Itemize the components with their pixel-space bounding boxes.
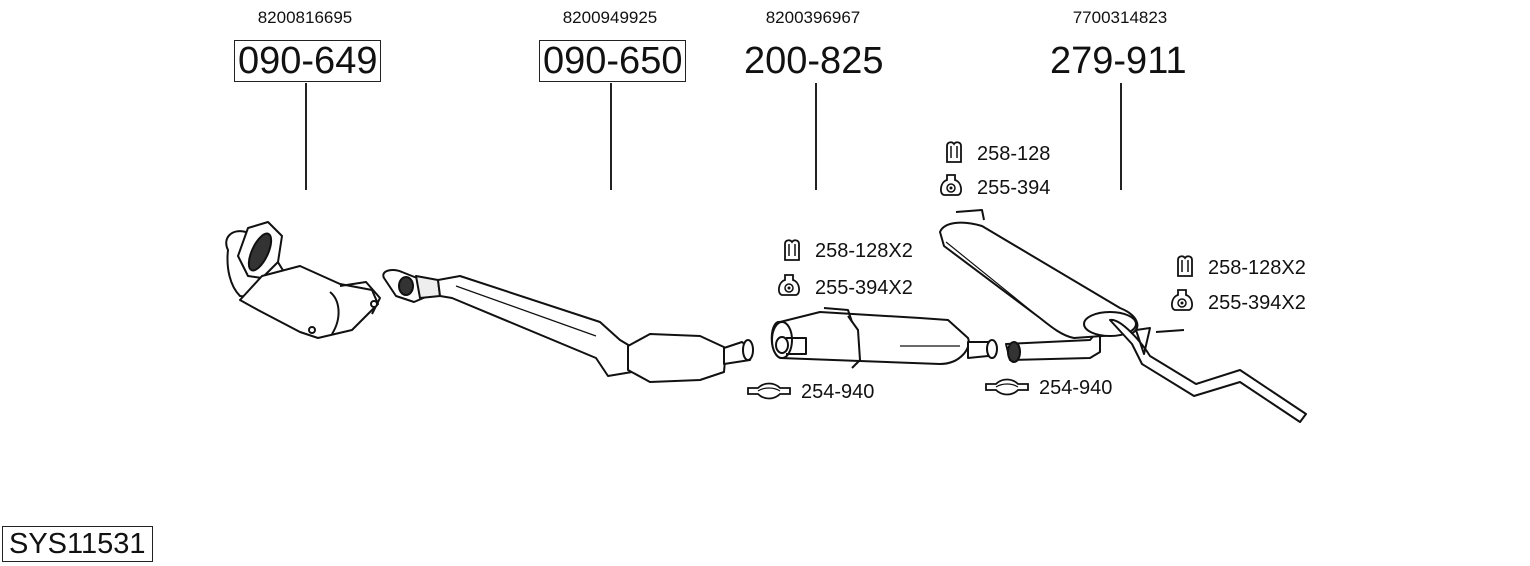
accessory-label: 258-128 <box>977 143 1051 165</box>
part-number-1[interactable]: 090-649 <box>234 40 382 82</box>
leader-line-3 <box>815 83 817 190</box>
hanger-ring-icon <box>1169 287 1195 318</box>
accessory-label: 255-394X2 <box>1208 292 1306 314</box>
pipe-clamp-icon <box>746 380 792 407</box>
catalytic-converter-front <box>225 221 381 339</box>
system-code: SYS11531 <box>2 526 153 562</box>
hanger-ring-icon <box>776 272 802 303</box>
oem-number-2: 8200949925 <box>562 8 658 27</box>
rear-silencer <box>939 209 1307 423</box>
accessory-label: 254-940 <box>801 381 875 403</box>
rubber-mount-icon <box>1175 254 1195 283</box>
oem-number-1: 8200816695 <box>257 8 353 27</box>
leader-line-2 <box>610 83 612 190</box>
front-pipe-with-catalyst <box>382 269 754 383</box>
middle-silencer <box>770 307 998 369</box>
leader-line-1 <box>305 83 307 190</box>
rubber-mount-icon <box>944 140 964 169</box>
hanger-ring-icon <box>938 172 964 203</box>
part-number-3[interactable]: 200-825 <box>744 40 884 82</box>
accessory-label: 258-128X2 <box>815 240 913 262</box>
oem-number-3: 8200396967 <box>765 8 861 27</box>
accessory-label: 258-128X2 <box>1208 257 1306 279</box>
accessory-label: 255-394X2 <box>815 277 913 299</box>
accessory-label: 254-940 <box>1039 377 1113 399</box>
pipe-clamp-icon <box>984 376 1030 403</box>
rubber-mount-icon <box>782 238 802 267</box>
part-number-4[interactable]: 279-911 <box>1050 40 1187 82</box>
leader-line-4 <box>1120 83 1122 190</box>
oem-number-4: 7700314823 <box>1072 8 1168 27</box>
part-number-2[interactable]: 090-650 <box>539 40 687 82</box>
accessory-label: 255-394 <box>977 177 1051 199</box>
